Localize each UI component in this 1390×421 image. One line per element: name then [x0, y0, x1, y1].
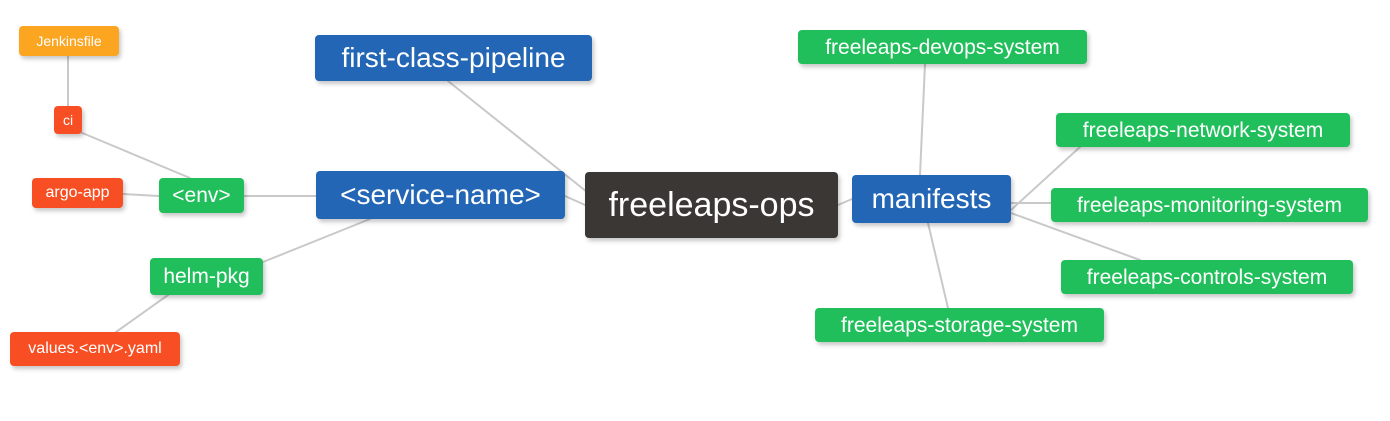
mindmap-node-freeleaps-controls-system[interactable]: freeleaps-controls-system [1061, 260, 1353, 294]
edge-helm-pkg-to-values-yaml [115, 294, 169, 333]
edge-freeleaps-ops-to-manifests [837, 198, 853, 206]
edge-manifests-to-freeleaps-devops-system [919, 63, 926, 176]
edge-manifests-to-freeleaps-storage-system [927, 222, 949, 309]
mindmap-node-ci[interactable]: ci [54, 106, 82, 134]
mindmap-node-manifests[interactable]: manifests [852, 175, 1011, 223]
mindmap-node-freeleaps-devops-system[interactable]: freeleaps-devops-system [798, 30, 1087, 64]
mindmap-node-helm-pkg[interactable]: helm-pkg [150, 258, 263, 295]
mindmap-node-freeleaps-network-system[interactable]: freeleaps-network-system [1056, 113, 1350, 147]
mindmap-node-first-class-pipeline[interactable]: first-class-pipeline [315, 35, 592, 81]
edge-service-name-to-helm-pkg [262, 218, 371, 263]
mindmap-node-values-yaml[interactable]: values.<env>.yaml [10, 332, 180, 366]
edge-env-to-ci [79, 131, 191, 179]
edge-env-to-argo-app [122, 193, 160, 197]
mindmap-node-freeleaps-storage-system[interactable]: freeleaps-storage-system [815, 308, 1104, 342]
mindmap-node-freeleaps-monitoring-system[interactable]: freeleaps-monitoring-system [1051, 188, 1368, 222]
mindmap-node-env[interactable]: <env> [159, 178, 244, 213]
edge-freeleaps-ops-to-service-name [564, 195, 586, 206]
mindmap-node-service-name[interactable]: <service-name> [316, 171, 565, 219]
mindmap-node-freeleaps-ops[interactable]: freeleaps-ops [585, 172, 838, 238]
mindmap-node-jenkinsfile[interactable]: Jenkinsfile [19, 26, 119, 56]
mindmap-node-argo-app[interactable]: argo-app [32, 178, 123, 208]
